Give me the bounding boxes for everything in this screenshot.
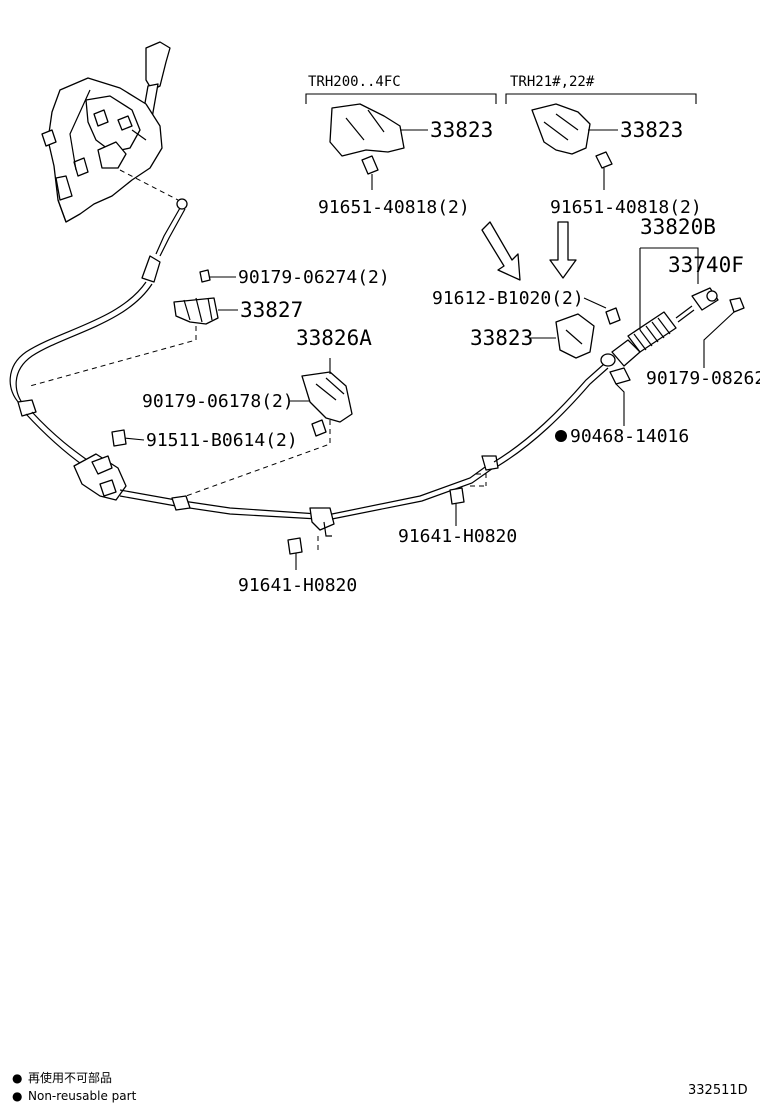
- part-label-clip: 90468-14016: [570, 426, 689, 447]
- bracket-lower: [555, 307, 621, 359]
- legend-line-2: Non-reusable part: [28, 1089, 137, 1103]
- variant-brackets: [305, 93, 697, 104]
- variant-label-right: TRH21#,22#: [510, 74, 595, 90]
- shift-lever-assembly: [41, 41, 179, 223]
- direction-arrows: [481, 221, 577, 281]
- clamp-33827: [173, 269, 219, 325]
- part-label-bracket-right: 33823: [620, 118, 683, 142]
- legend-bullet-2: ●: [12, 1089, 22, 1103]
- part-label-cable-assy: 33820B: [640, 215, 716, 239]
- assembly-dashed-lines: [29, 326, 487, 552]
- part-label-bolt-left: 91651-40818(2): [318, 197, 470, 218]
- bracket-variant-right: [531, 103, 613, 190]
- illustration-code: 332511D: [688, 1083, 748, 1098]
- part-label-bracket-mid: 33826A: [296, 326, 372, 350]
- part-label-nut-clamp: 90179-06274(2): [238, 267, 390, 288]
- bracket-variant-left: [329, 103, 405, 190]
- part-label-clamp: 33827: [240, 298, 303, 322]
- legend: ● 再使用不可部品 ● Non-reusable part: [12, 1070, 137, 1103]
- part-label-bolt-clamp-right: 91641-H0820: [398, 526, 517, 547]
- part-label-bracket-lower: 33823: [470, 326, 533, 350]
- legend-bullet-1: ●: [12, 1071, 22, 1085]
- bolt-icons: [111, 429, 567, 555]
- leader-lines: [123, 129, 735, 570]
- control-cable: [9, 198, 745, 537]
- part-label-bolt-lever: 91511-B0614(2): [146, 430, 298, 451]
- part-label-nut-end: 90179-08262: [646, 368, 760, 389]
- part-label-nut-mid: 90179-06178(2): [142, 391, 294, 412]
- variant-label-left: TRH200..4FC: [308, 74, 401, 90]
- part-label-bracket-left: 33823: [430, 118, 493, 142]
- part-label-cable-end: 33740F: [668, 253, 744, 277]
- bracket-33826a: [301, 371, 353, 437]
- part-label-bolt-right: 91651-40818(2): [550, 197, 702, 218]
- part-label-bolt-bracket: 91612-B1020(2): [432, 288, 584, 309]
- part-label-bolt-clamp-left: 91641-H0820: [238, 575, 357, 596]
- legend-line-1: 再使用不可部品: [28, 1070, 112, 1085]
